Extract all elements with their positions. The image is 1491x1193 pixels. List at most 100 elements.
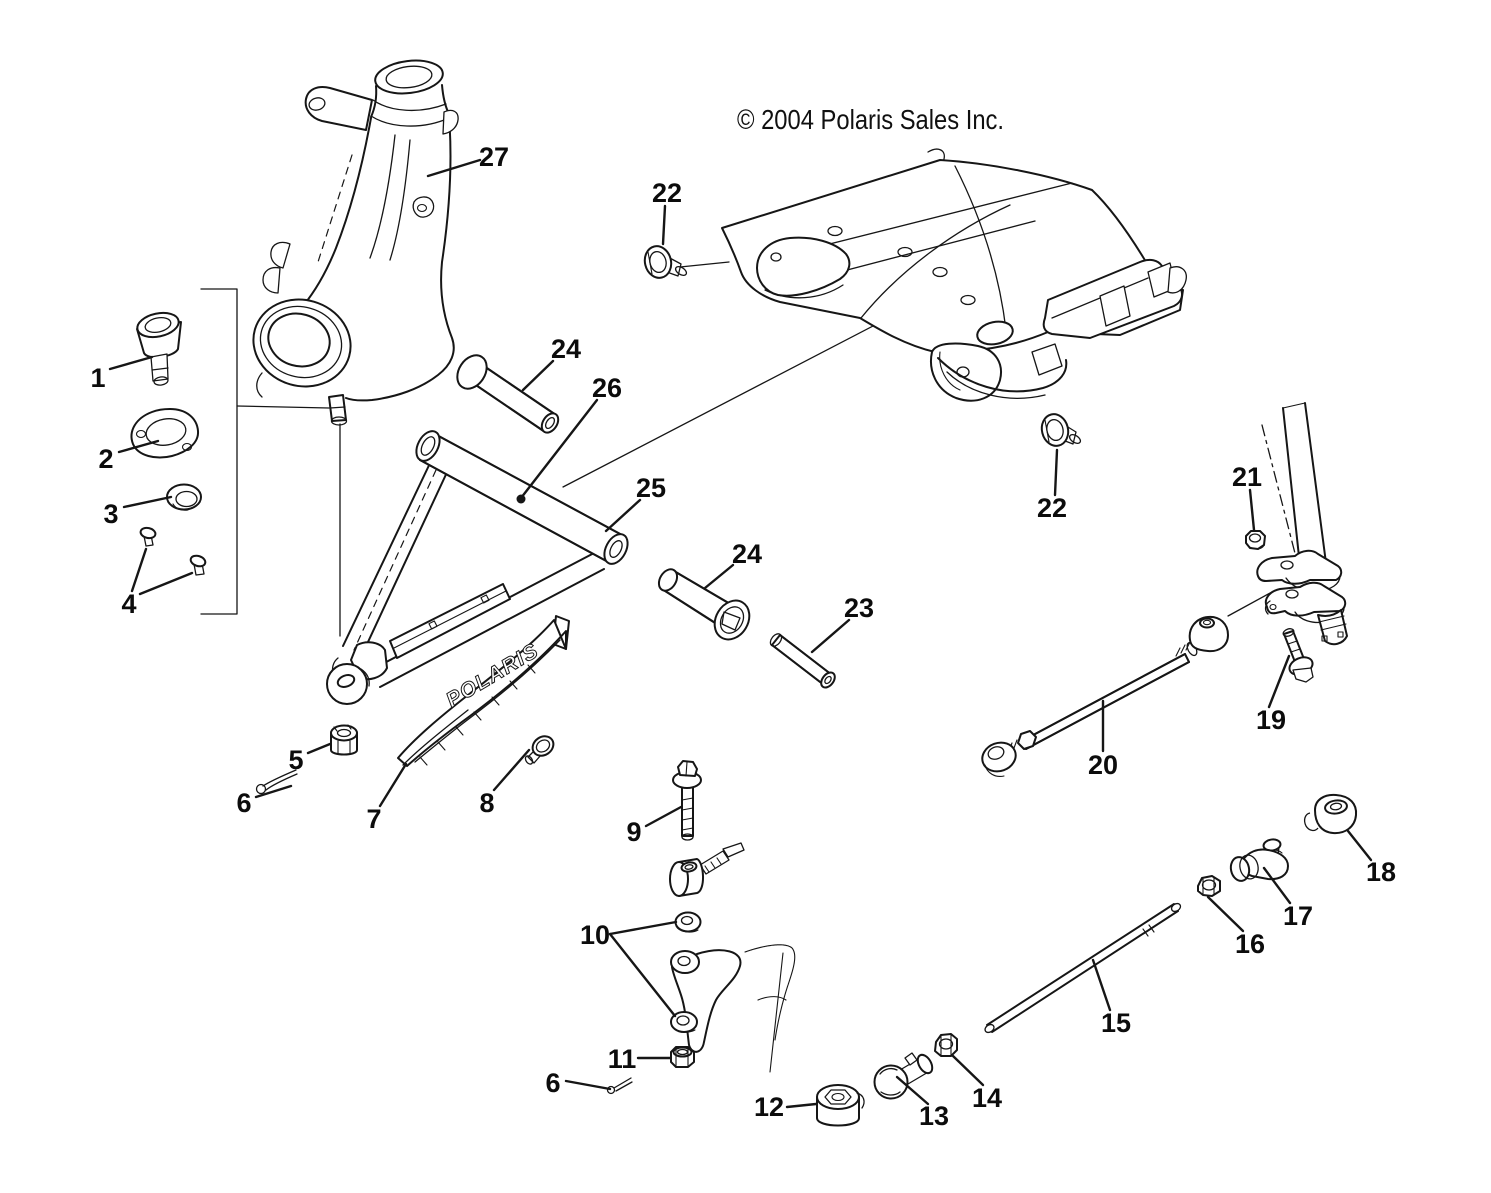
callout-27: 27 (426, 142, 509, 178)
bracket-items-1-4 (200, 288, 330, 615)
callout-20: 20 (1088, 699, 1118, 780)
part-ball-joint-1 (136, 311, 182, 386)
callout-label-11: 11 (608, 1044, 637, 1074)
leader-line-22b (1053, 448, 1059, 497)
part-nut-11 (670, 1046, 695, 1068)
guard-hatch-lines (419, 664, 536, 766)
leader-line-6b (564, 1079, 612, 1091)
callout-label-16: 16 (1235, 929, 1265, 959)
leader-line-26 (519, 398, 599, 500)
construction-lines (339, 261, 1273, 637)
leader-line-15 (1091, 958, 1112, 1012)
callout-8: 8 (479, 748, 531, 818)
callout-22a: 22 (652, 178, 682, 246)
callout-24a: 24 (521, 334, 581, 392)
part-steering-post (1256, 402, 1348, 646)
callout-label-25: 25 (636, 473, 666, 503)
leader-line-6a (254, 784, 293, 799)
leader-line-19 (1267, 654, 1291, 709)
callout-16: 16 (1206, 895, 1265, 959)
part-cotter-pin-6-lower (606, 1077, 633, 1095)
callout-10: 10 (580, 920, 678, 1018)
leader-line-17 (1262, 866, 1292, 905)
part-spacer-23 (769, 633, 836, 689)
leader-line-4 (130, 547, 148, 593)
part-bolt-19 (1282, 628, 1314, 683)
callout-13: 13 (895, 1075, 949, 1131)
callout-label-1: 1 (90, 363, 105, 393)
leader-line-22a (661, 204, 667, 246)
callout-label-12: 12 (754, 1092, 784, 1122)
callout-label-17: 17 (1283, 901, 1313, 931)
part-eyelet-18 (1303, 793, 1358, 835)
part-ball-socket-13 (873, 1052, 934, 1100)
callout-label-4: 4 (121, 589, 136, 619)
callout-11: 11 (608, 1044, 672, 1074)
callout-1: 1 (90, 355, 154, 393)
part-flange-bolt-22-left (643, 245, 688, 279)
callout-label-26: 26 (592, 373, 622, 403)
callout-24b: 24 (703, 539, 762, 590)
part-gasket-plate-2 (130, 408, 200, 459)
callout-label-14: 14 (972, 1083, 1002, 1113)
leader-line-4 (138, 571, 194, 596)
part-nut-21 (1245, 530, 1266, 550)
callout-label-6b: 6 (545, 1068, 560, 1098)
leader-line-5 (306, 742, 332, 755)
callout-label-2: 2 (98, 444, 113, 474)
leader-line-8 (492, 748, 531, 792)
callout-22b: 22 (1037, 448, 1067, 523)
callout-label-20: 20 (1088, 750, 1118, 780)
leader-line-9 (644, 805, 683, 828)
leader-line-16 (1206, 895, 1245, 933)
leader-line-7 (378, 762, 408, 808)
callout-2: 2 (98, 439, 160, 474)
callout-label-9: 9 (626, 817, 641, 847)
callout-14: 14 (951, 1054, 1002, 1113)
part-sway-bar-link (669, 842, 745, 897)
leader-line-13 (895, 1075, 930, 1106)
callout-label-27: 27 (479, 142, 509, 172)
callout-label-22b: 22 (1037, 493, 1067, 523)
part-bolt-9 (672, 760, 702, 841)
callout-label-5: 5 (288, 745, 303, 775)
callout-6a: 6 (236, 784, 293, 818)
part-washer-10-lower (670, 1011, 698, 1033)
callout-label-22a: 22 (652, 178, 682, 208)
leader-line-3 (122, 495, 173, 509)
leader-line-24b (703, 563, 735, 590)
callout-23: 23 (810, 593, 874, 654)
part-nut-16 (1197, 875, 1221, 897)
callout-label-24b: 24 (732, 539, 762, 569)
part-flange-bolt-22-right (1040, 413, 1082, 447)
callout-12: 12 (754, 1092, 818, 1122)
leader-line-25 (604, 498, 642, 533)
callout-label-23: 23 (844, 593, 874, 623)
leader-line-18 (1346, 829, 1373, 862)
leader-line-1 (108, 355, 154, 371)
leader-line-27 (426, 158, 482, 178)
callout-25: 25 (604, 473, 666, 533)
callout-9: 9 (626, 805, 683, 847)
leader-line-21 (1248, 488, 1256, 532)
leader-line-14 (951, 1054, 985, 1087)
callout-3: 3 (103, 495, 173, 529)
callout-7: 7 (366, 762, 408, 834)
callout-label-6a: 6 (236, 788, 251, 818)
callout-26: 26 (516, 373, 622, 504)
part-spacer-24-lower (657, 568, 751, 641)
part-tie-rod-20 (981, 615, 1229, 777)
leader-line-24a (521, 359, 555, 392)
part-rod-end-17 (1229, 838, 1289, 882)
part-frame-assembly (721, 148, 1187, 402)
callout-label-10: 10 (580, 920, 610, 950)
callout-5: 5 (288, 742, 332, 775)
leader-line-23 (810, 618, 851, 654)
callout-label-3: 3 (103, 499, 118, 529)
callout-19: 19 (1256, 654, 1291, 735)
callout-label-21: 21 (1232, 462, 1262, 492)
callout-label-13: 13 (919, 1101, 949, 1131)
